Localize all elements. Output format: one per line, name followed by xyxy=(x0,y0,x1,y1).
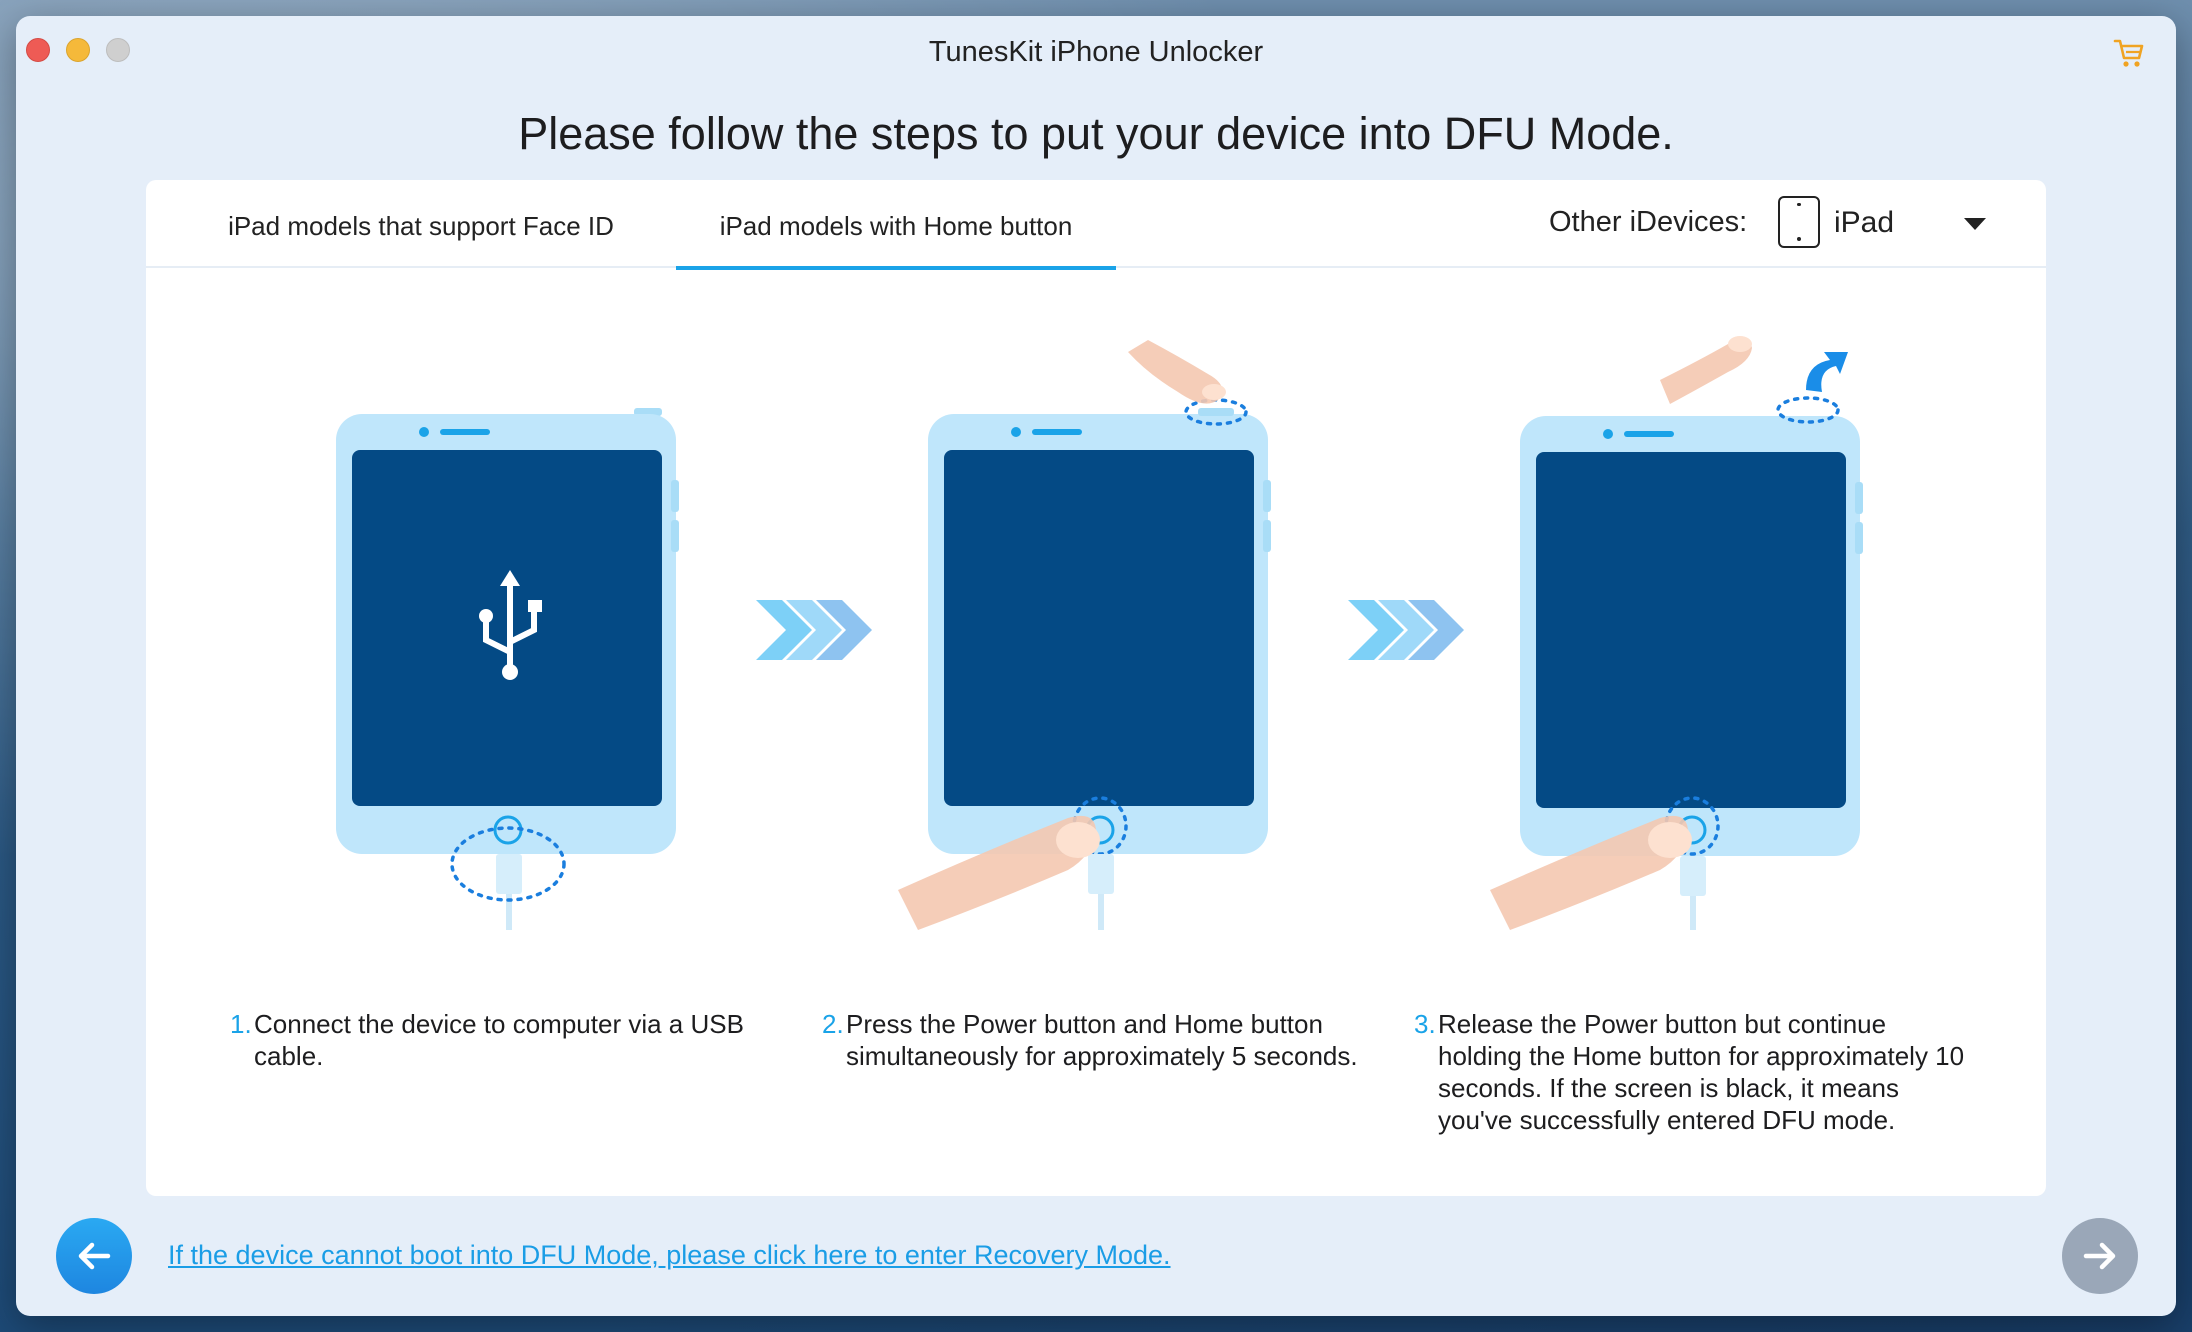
window-title: TunesKit iPhone Unlocker xyxy=(928,36,1264,68)
cart-icon[interactable] xyxy=(2112,36,2146,70)
tab-home-button-ipads[interactable]: iPad models with Home button xyxy=(676,180,1116,270)
step-2-text: 2. Press the Power button and Home butto… xyxy=(822,1008,1382,1071)
ipad-release-power-illustration xyxy=(1490,336,1863,930)
chevrons-right-icon xyxy=(1348,600,1464,660)
instructions-panel: iPad models that support Face ID iPad mo… xyxy=(146,180,2046,1196)
ipad-usb-illustration xyxy=(336,408,679,930)
zoom-window-button[interactable] xyxy=(106,38,130,62)
step-line: cable. xyxy=(254,1041,324,1071)
arrow-right-icon xyxy=(2083,1242,2116,1270)
step-line: simultaneously for approximately 5 secon… xyxy=(846,1041,1358,1071)
device-select-value[interactable]: iPad xyxy=(1834,206,1895,239)
step-line: you've successfully entered DFU mode. xyxy=(1438,1105,1896,1135)
next-button[interactable] xyxy=(2062,1218,2138,1294)
step-line: seconds. If the screen is black, it mean… xyxy=(1438,1073,1899,1103)
step-3-text: 3. Release the Power button but continue… xyxy=(1414,1008,2014,1135)
chevrons-right-icon xyxy=(756,600,872,660)
step-1-text: 1. Connect the device to computer via a … xyxy=(230,1008,750,1071)
arrow-left-icon xyxy=(78,1242,111,1270)
minimize-window-button[interactable] xyxy=(66,38,90,62)
step-1-illustration xyxy=(286,330,726,930)
step-2-illustration xyxy=(878,330,1318,930)
close-window-button[interactable] xyxy=(26,38,50,62)
page-headline: Please follow the steps to put your devi… xyxy=(518,108,1674,159)
step-line: Connect the device to computer via a USB xyxy=(254,1009,744,1039)
step-line: Press the Power button and Home button xyxy=(846,1009,1323,1039)
device-tabs: iPad models that support Face ID iPad mo… xyxy=(146,180,2046,270)
title-bar: TunesKit iPhone Unlocker xyxy=(16,16,2176,76)
step-line: holding the Home button for approximatel… xyxy=(1438,1041,1965,1071)
app-window: TunesKit iPhone Unlocker Please follow t… xyxy=(16,16,2176,1316)
step-number: 3. xyxy=(1414,1009,1436,1039)
step-line: Release the Power button but continue xyxy=(1438,1009,1887,1039)
step-3-illustration xyxy=(1470,330,1910,930)
tab-face-id-ipads[interactable]: iPad models that support Face ID xyxy=(228,211,614,241)
step-number: 1. xyxy=(230,1009,252,1039)
chevron-down-icon[interactable] xyxy=(1964,218,1986,230)
step-number: 2. xyxy=(822,1009,844,1039)
recovery-mode-link[interactable]: If the device cannot boot into DFU Mode,… xyxy=(168,1240,1171,1270)
ipad-press-buttons-illustration xyxy=(898,340,1271,930)
ipad-icon xyxy=(1778,196,1820,248)
other-idevices-label: Other iDevices: xyxy=(1549,206,1748,238)
back-button[interactable] xyxy=(56,1218,132,1294)
